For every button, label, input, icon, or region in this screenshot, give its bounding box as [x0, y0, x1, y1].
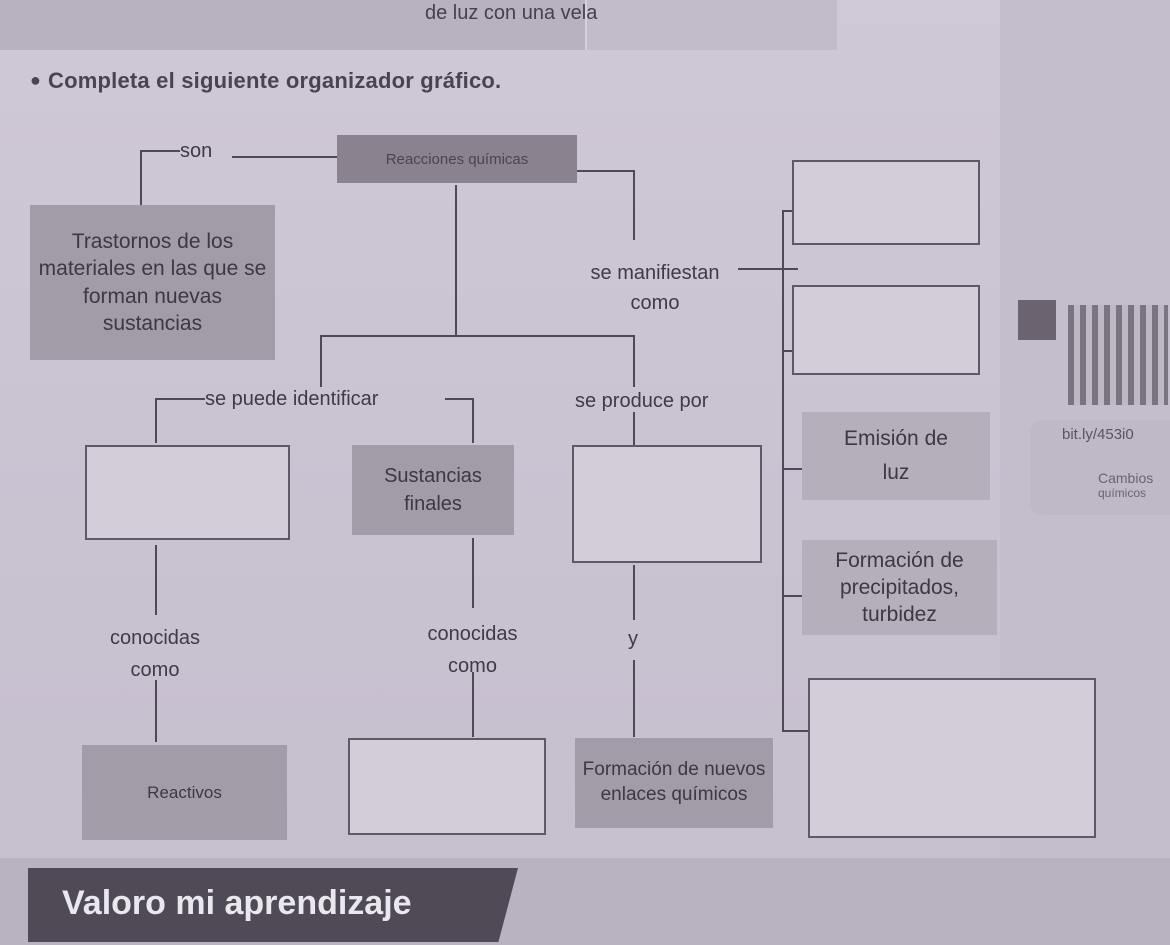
emission-light-label: Emisión de luz	[844, 427, 948, 484]
final-substances-label: Sustancias finales	[384, 465, 482, 515]
video-marker	[1018, 300, 1056, 340]
new-bonds-node: Formación de nuevos enlaces químicos	[575, 738, 773, 828]
reactants-node: Reactivos	[82, 745, 287, 840]
edge-label-manifiestan: se manifiestan como	[590, 262, 720, 314]
precipitates-label: Formación de precipitados, turbidez	[835, 548, 964, 627]
edge-label-conocidas-mid: conocidas como	[427, 623, 518, 677]
blank-box-manifestation-1[interactable]	[792, 160, 980, 245]
resource-caption-2: químicos	[1098, 486, 1147, 500]
connector-line	[320, 335, 635, 337]
connector-line	[155, 680, 157, 742]
resource-link[interactable]: bit.ly/453i0	[1062, 426, 1134, 443]
connector-line	[472, 672, 474, 737]
connector-line	[140, 150, 180, 152]
blank-box-manifestation-3[interactable]	[808, 678, 1096, 838]
connector-line	[782, 350, 794, 352]
reactants-label: Reactivos	[147, 782, 222, 802]
blank-box-cause[interactable]	[572, 445, 762, 563]
definition-node: Trastornos de los materiales en las que …	[30, 205, 275, 360]
connector-line	[633, 335, 635, 387]
connector-line	[472, 398, 474, 443]
connector-line	[782, 595, 802, 597]
central-node-label: Reacciones químicas	[385, 150, 529, 168]
connector-line	[155, 398, 157, 443]
section-title: Valoro mi aprendizaje	[62, 884, 412, 922]
edge-label-produce: se produce por	[575, 390, 709, 412]
connector-line	[320, 335, 322, 387]
top-fragment-text: de luz con una vela	[425, 2, 598, 24]
connector-line	[633, 565, 635, 620]
connector-line	[782, 468, 802, 470]
connector-line	[782, 210, 784, 730]
top-strip-right	[585, 0, 837, 50]
blank-box-identify-1[interactable]	[85, 445, 290, 540]
connector-line	[155, 545, 157, 615]
edge-label-conocidas-left: conocidas como	[109, 627, 201, 681]
edge-label-y: y	[628, 628, 638, 650]
connector-line	[155, 398, 205, 400]
central-node: Reacciones químicas	[337, 135, 577, 183]
connector-line	[633, 170, 635, 240]
connector-line	[782, 210, 794, 212]
resource-caption-1: Cambios	[1098, 470, 1154, 486]
blank-box-manifestation-2[interactable]	[792, 285, 980, 375]
connector-line	[140, 150, 142, 208]
instruction-text: Completa el siguiente organizador gráfic…	[48, 68, 502, 93]
connector-line	[633, 660, 635, 737]
edge-label-son: son	[180, 140, 213, 162]
new-bonds-label: Formación de nuevos enlaces químicos	[582, 759, 766, 805]
edge-label-identificar: se puede identificar	[205, 388, 379, 410]
top-strip	[0, 0, 585, 50]
section-banner	[28, 868, 518, 942]
connector-line	[575, 170, 635, 172]
emission-light-node: Emisión de luz	[802, 412, 990, 500]
blank-box-products[interactable]	[348, 738, 546, 835]
definition-label: Trastornos de los materiales en las que …	[38, 229, 267, 335]
connector-line	[445, 398, 473, 400]
qr-code-image[interactable]	[1068, 305, 1168, 405]
connector-line	[738, 268, 798, 270]
connector-line	[782, 730, 810, 732]
connector-line	[472, 538, 474, 608]
resource-note	[1030, 420, 1170, 515]
connector-line	[232, 156, 337, 158]
connector-line	[633, 412, 635, 447]
bullet-icon: ●	[30, 70, 41, 90]
precipitates-node: Formación de precipitados, turbidez	[802, 540, 997, 635]
connector-line	[455, 185, 457, 335]
final-substances-node: Sustancias finales	[352, 445, 514, 535]
